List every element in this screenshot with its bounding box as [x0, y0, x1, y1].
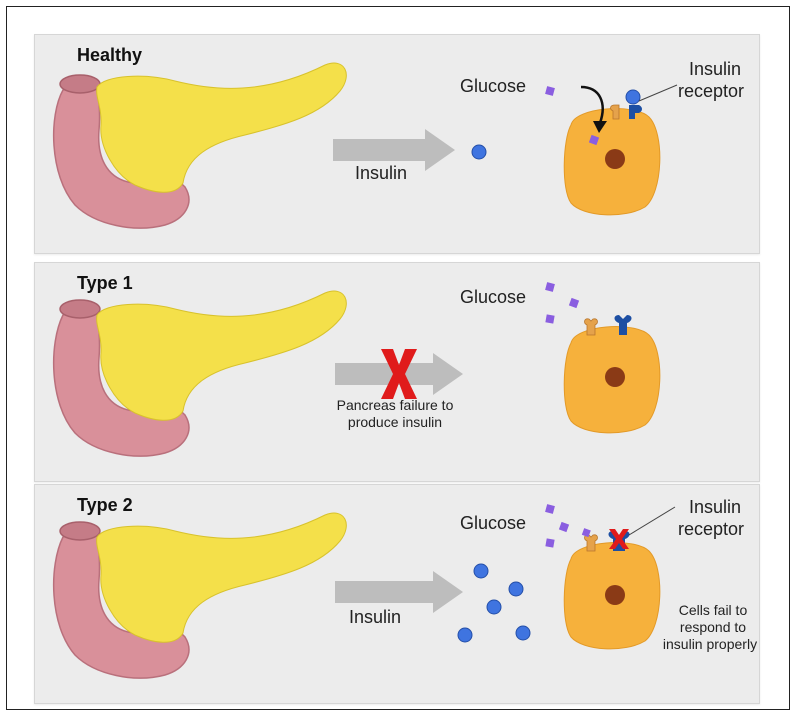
- pancreas-illustration: [54, 63, 347, 228]
- failure-note-line2: produce insulin: [315, 414, 475, 431]
- failure-note-line1: Pancreas failure to: [315, 397, 475, 414]
- receptor-label-line2: receptor: [678, 519, 744, 540]
- cell-note-line3: insulin properly: [655, 636, 765, 653]
- body-cell: [564, 327, 660, 433]
- panel-type2: Type 2 Glucose Insulin Insulin receptor …: [34, 484, 760, 704]
- insulin-molecule: [516, 626, 530, 640]
- insulin-molecule: [458, 628, 472, 642]
- glucose-label: Glucose: [460, 513, 526, 534]
- glucose-label: Glucose: [460, 76, 526, 97]
- pancreas-body: [97, 513, 347, 642]
- insulin-label: Insulin: [349, 607, 401, 628]
- receptor-label-line1: Insulin: [689, 59, 741, 80]
- panel-title: Type 1: [77, 273, 133, 294]
- panel-healthy: Healthy Glucose Insulin Insulin receptor: [34, 34, 760, 254]
- cell-nucleus: [605, 585, 625, 605]
- insulin-molecule: [472, 145, 486, 159]
- insulin-molecule: [474, 564, 488, 578]
- glucose-molecule: [569, 298, 579, 308]
- panel-title: Type 2: [77, 495, 133, 516]
- body-cell: [564, 109, 660, 215]
- cell-note-line1: Cells fail to: [663, 602, 763, 619]
- glucose-label: Glucose: [460, 287, 526, 308]
- duodenum-opening: [60, 75, 100, 93]
- cell-nucleus: [605, 367, 625, 387]
- panel-title: Healthy: [77, 45, 142, 66]
- receptor-label-line1: Insulin: [689, 497, 741, 518]
- pancreas-illustration: [54, 291, 347, 456]
- insulin-molecule: [509, 582, 523, 596]
- panel-type1: Type 1 Glucose Pancreas failure to produ…: [34, 262, 760, 482]
- receptor-pointer: [639, 85, 677, 101]
- glucose-molecule: [545, 314, 554, 323]
- duodenum-opening: [60, 522, 100, 540]
- cell-nucleus: [605, 149, 625, 169]
- glucose-molecule: [545, 282, 555, 292]
- pancreas-illustration: [54, 513, 347, 678]
- glucose-molecule: [545, 504, 555, 514]
- glucose-molecule: [559, 522, 569, 532]
- body-cell: [564, 543, 660, 649]
- glucose-molecule: [545, 538, 554, 547]
- pancreas-body: [97, 291, 347, 420]
- insulin-label: Insulin: [355, 163, 407, 184]
- pancreas-body: [97, 63, 347, 192]
- receptor-label-line2: receptor: [678, 81, 744, 102]
- duodenum-opening: [60, 300, 100, 318]
- insulin-molecule: [487, 600, 501, 614]
- glucose-molecule: [545, 86, 555, 96]
- cell-note-line2: respond to: [663, 619, 763, 636]
- receptor-pointer: [629, 507, 675, 535]
